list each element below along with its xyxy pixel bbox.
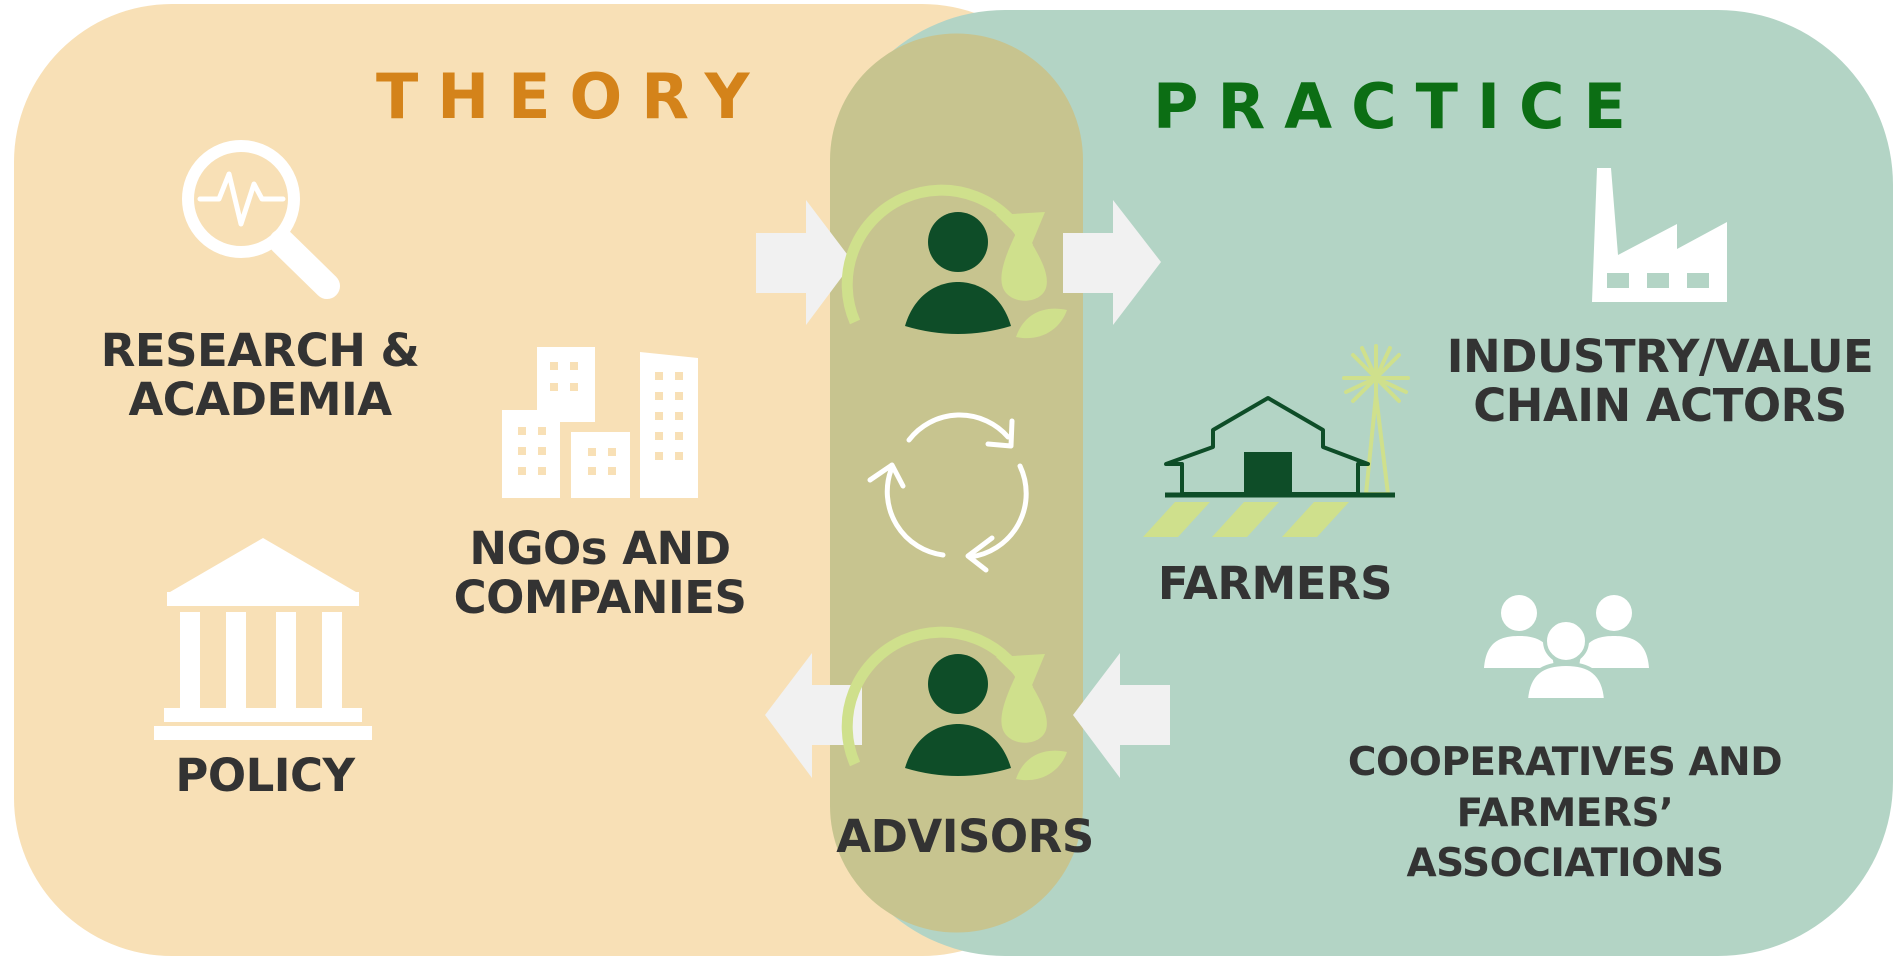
people-group-icon bbox=[1484, 595, 1649, 702]
ngos-line2: COMPANIES bbox=[453, 570, 747, 624]
magnifier-pulse-icon bbox=[182, 140, 340, 299]
research-academia-label: RESEARCH & ACADEMIA bbox=[80, 324, 440, 426]
cooperatives-label: COOPERATIVES AND FARMERS’ ASSOCIATIONS bbox=[1320, 738, 1810, 890]
advisors-label: ADVISORS bbox=[836, 810, 1094, 863]
policy-label: POLICY bbox=[175, 749, 355, 802]
government-building-icon bbox=[154, 538, 372, 740]
research-line1: RESEARCH & bbox=[100, 324, 420, 377]
industry-line1: INDUSTRY/VALUE bbox=[1446, 330, 1874, 383]
overlap-region bbox=[830, 33, 1083, 933]
coop-line3: ASSOCIATIONS bbox=[1406, 841, 1724, 887]
theory-title: THEORY bbox=[376, 60, 769, 133]
arrow-advisors-to-practice bbox=[1063, 200, 1161, 325]
farmers-label: FARMERS bbox=[1157, 557, 1393, 610]
farm-barn-icon bbox=[1143, 344, 1410, 537]
refresh-cycle-icon bbox=[867, 412, 1029, 573]
coop-line2: FARMERS’ bbox=[1456, 790, 1674, 836]
arrow-advisors-to-theory bbox=[765, 653, 862, 778]
coop-line1: COOPERATIVES AND bbox=[1347, 740, 1783, 785]
research-line2: ACADEMIA bbox=[128, 372, 392, 426]
ngos-companies-label: NGOs AND COMPANIES bbox=[440, 522, 760, 624]
industry-value-chain-label: INDUSTRY/VALUE CHAIN ACTORS bbox=[1420, 330, 1893, 432]
practice-title: PRACTICE bbox=[1153, 70, 1645, 143]
ngos-line1: NGOs AND bbox=[469, 522, 731, 575]
factory-icon bbox=[1592, 168, 1727, 302]
city-buildings-icon bbox=[502, 347, 698, 498]
arrow-practice-to-advisors bbox=[1073, 653, 1170, 778]
arrow-theory-to-advisors bbox=[756, 200, 853, 325]
industry-line2: CHAIN ACTORS bbox=[1473, 378, 1847, 432]
